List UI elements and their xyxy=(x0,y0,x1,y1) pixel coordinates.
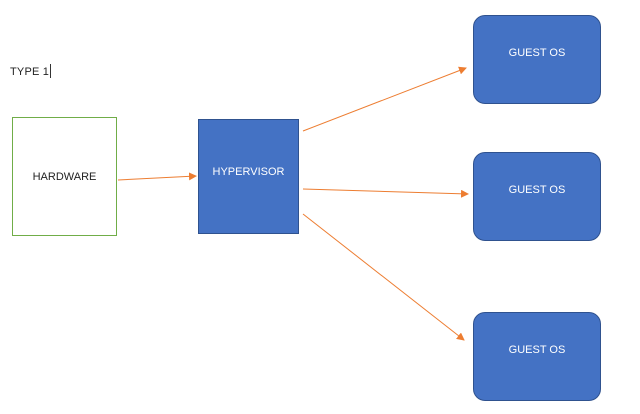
type-label-text: TYPE 1 xyxy=(10,66,50,78)
hardware-label: HARDWARE xyxy=(32,170,97,183)
arrow-hypervisor-to-guest-2 xyxy=(302,188,469,198)
guest-os-label: GUEST OS xyxy=(508,344,566,356)
hypervisor-label: HYPERVISOR xyxy=(212,166,285,178)
hardware-box: HARDWARE xyxy=(12,117,117,236)
guest-os-box-1: GUEST OS xyxy=(473,15,601,104)
arrow-hypervisor-to-guest-3 xyxy=(302,213,465,341)
type-label: TYPE 1 xyxy=(10,64,52,78)
arrow-hypervisor-to-guest-1 xyxy=(302,66,467,132)
hypervisor-box: HYPERVISOR xyxy=(198,119,299,234)
guest-os-box-2: GUEST OS xyxy=(473,152,601,241)
arrow-hardware-to-hypervisor xyxy=(117,172,197,181)
guest-os-label: GUEST OS xyxy=(508,47,566,59)
guest-os-box-3: GUEST OS xyxy=(473,312,601,401)
text-cursor xyxy=(50,64,52,78)
guest-os-label: GUEST OS xyxy=(508,184,566,196)
